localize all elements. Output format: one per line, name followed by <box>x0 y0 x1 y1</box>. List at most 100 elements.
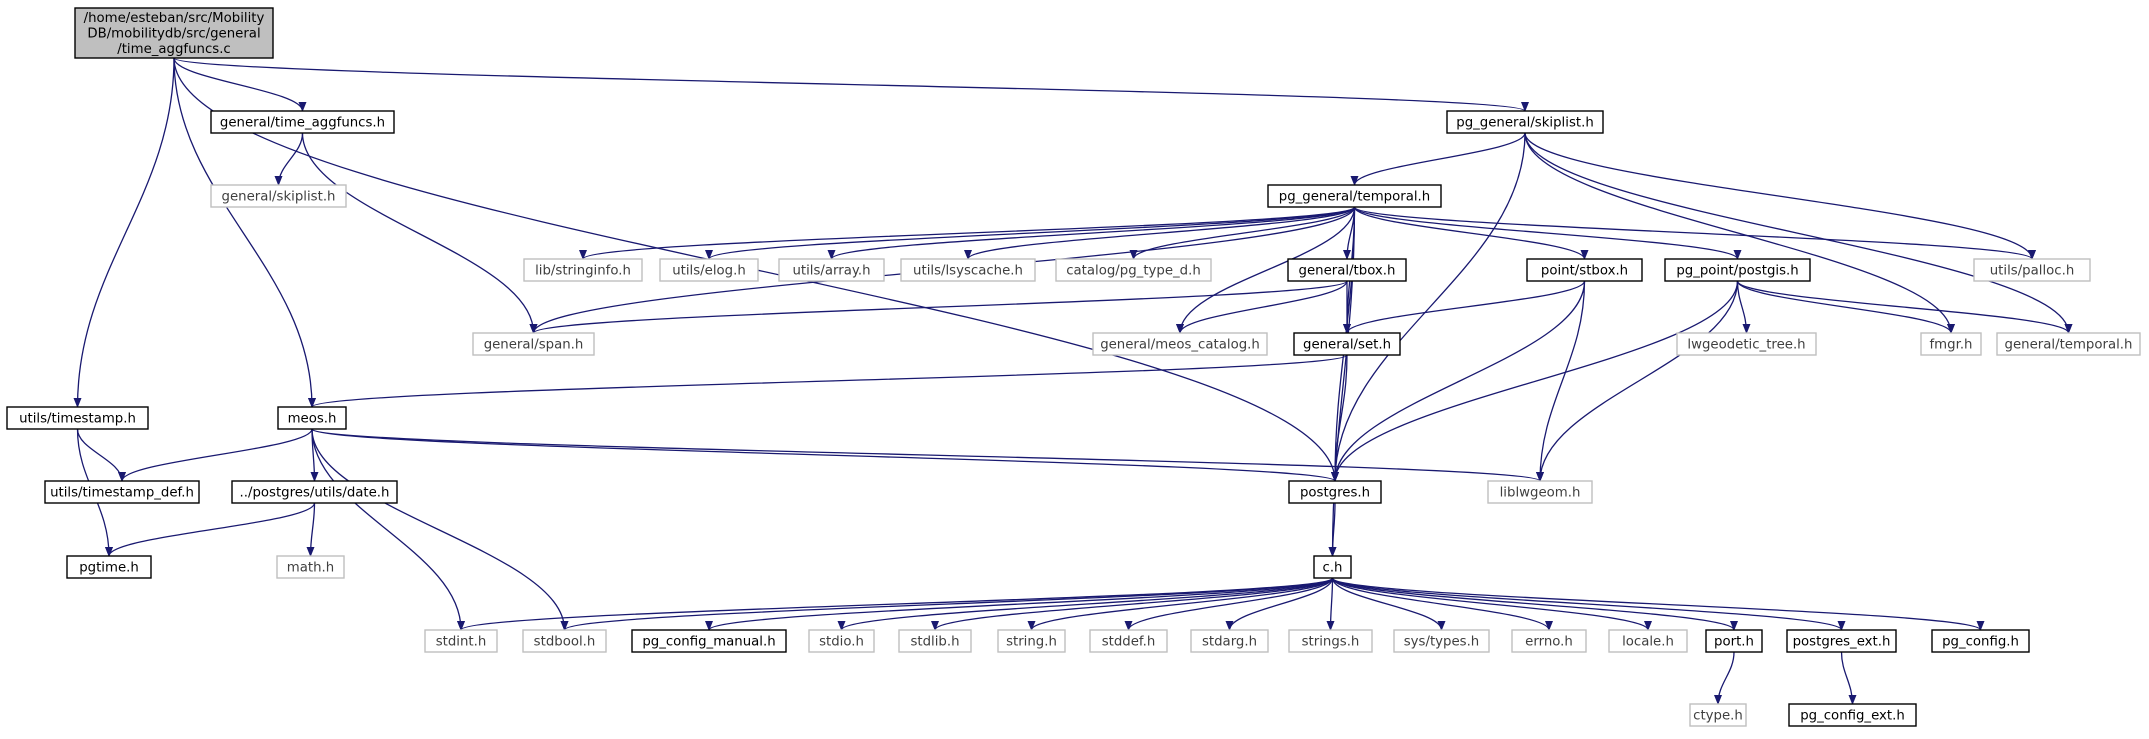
node-stdbool_h: stdbool.h <box>522 629 607 653</box>
node-label: lib/stringinfo.h <box>535 263 631 278</box>
node-postgis_h[interactable]: pg_point/postgis.h <box>1664 258 1811 282</box>
node-liblwgeom_h: liblwgeom.h <box>1487 480 1593 504</box>
node-label: ctype.h <box>1693 708 1743 723</box>
node-label: meos.h <box>288 411 337 426</box>
edge-pg_temporal_h-to-stringinfo_h <box>579 206 1356 260</box>
node-box <box>522 629 607 653</box>
node-date_h[interactable]: ../postgres/utils/date.h <box>231 480 398 504</box>
node-pg_config_ext_h[interactable]: pg_config_ext.h <box>1788 703 1917 727</box>
node-box <box>1092 332 1268 356</box>
node-label: DB/mobilitydb/src/general <box>87 26 260 41</box>
node-box <box>1293 332 1401 356</box>
node-postgres_ext_h[interactable]: postgres_ext.h <box>1786 629 1897 653</box>
node-label: general/temporal.h <box>2005 337 2133 352</box>
node-stbox_h[interactable]: point/stbox.h <box>1526 258 1643 282</box>
edge-set_h-to-meos_h <box>308 354 1348 408</box>
edge-c_h-to-postgres_ext_h <box>1331 577 1846 631</box>
nodes-layer: /home/esteban/src/MobilityDB/mobilitydb/… <box>6 7 2141 727</box>
node-stringinfo_h: lib/stringinfo.h <box>523 258 643 282</box>
node-box <box>1786 629 1897 653</box>
node-label: ../postgres/utils/date.h <box>240 485 390 500</box>
node-box <box>424 629 498 653</box>
edge-postgis_h-to-liblwgeom_h <box>1536 280 1739 482</box>
node-label: general/span.h <box>484 337 584 352</box>
edge-stbox_h-to-set_h <box>1343 280 1586 334</box>
node-timestamp_h[interactable]: utils/timestamp.h <box>6 406 149 430</box>
edge-timestamp_h-to-timestamp_def_h <box>76 428 126 482</box>
node-errno_h: errno.h <box>1511 629 1587 653</box>
edge-postgis_h-to-postgres_h <box>1331 280 1739 482</box>
node-box <box>1313 555 1352 579</box>
node-postgres_h[interactable]: postgres.h <box>1288 480 1382 504</box>
edge-tbox_h-to-span_h <box>529 280 1348 334</box>
node-pg_temporal_h[interactable]: pg_general/temporal.h <box>1267 184 1442 208</box>
node-label: point/stbox.h <box>1541 263 1628 278</box>
node-label: locale.h <box>1622 634 1674 649</box>
node-array_h: utils/array.h <box>778 258 885 282</box>
edge-c_h-to-stdio_h <box>837 577 1334 631</box>
node-pg_config_manual_h[interactable]: pg_config_manual.h <box>631 629 787 653</box>
node-label: postgres.h <box>1300 485 1370 500</box>
node-box <box>1705 629 1763 653</box>
node-timestamp_def_h[interactable]: utils/timestamp_def.h <box>44 480 200 504</box>
node-c_h[interactable]: c.h <box>1313 555 1352 579</box>
node-box <box>523 258 643 282</box>
edge-meos_h-to-timestamp_def_h <box>118 428 313 482</box>
node-port_h[interactable]: port.h <box>1705 629 1763 653</box>
node-label: catalog/pg_type_d.h <box>1066 263 1201 278</box>
node-label: pgtime.h <box>79 560 139 575</box>
node-label: general/set.h <box>1303 337 1391 352</box>
edge-c_h-to-stdbool_h <box>560 577 1334 631</box>
node-label: lwgeodetic_tree.h <box>1687 337 1805 352</box>
node-box <box>1288 480 1382 504</box>
edge-pg_temporal_h-to-array_h <box>827 206 1356 260</box>
node-box <box>1931 629 2030 653</box>
node-box <box>1608 629 1688 653</box>
node-label: liblwgeom.h <box>1500 485 1581 500</box>
node-palloc_h: utils/palloc.h <box>1973 258 2091 282</box>
node-tbox_h[interactable]: general/tbox.h <box>1287 258 1407 282</box>
node-set_h[interactable]: general/set.h <box>1293 332 1401 356</box>
edge-pg_temporal_h-to-pg_type_d_h <box>1129 206 1356 260</box>
node-box <box>1487 480 1593 504</box>
node-label: stdio.h <box>819 634 864 649</box>
node-box <box>631 629 787 653</box>
edge-postgis_h-to-lwgeodetic_tree_h <box>1736 280 1751 334</box>
node-math_h: math.h <box>276 555 345 579</box>
edge-pg_temporal_h-to-elog_h <box>705 206 1356 260</box>
node-root[interactable]: /home/esteban/src/MobilityDB/mobilitydb/… <box>74 7 274 59</box>
node-box <box>898 629 972 653</box>
node-label: utils/elog.h <box>672 263 746 278</box>
node-meos_h[interactable]: meos.h <box>277 406 347 430</box>
node-pg_skiplist_h[interactable]: pg_general/skiplist.h <box>1446 110 1604 134</box>
edge-root-to-time_aggfuncs_h <box>173 57 307 112</box>
node-label: general/skiplist.h <box>222 189 336 204</box>
node-fmgr_h: fmgr.h <box>1920 332 1982 356</box>
node-pg_config_h[interactable]: pg_config.h <box>1931 629 2030 653</box>
node-label: stdarg.h <box>1202 634 1257 649</box>
node-box <box>1920 332 1982 356</box>
edge-pg_skiplist_h-to-fmgr_h <box>1524 132 1955 334</box>
edge-set_h-to-postgres_h <box>1331 354 1348 482</box>
node-time_aggfuncs_h[interactable]: general/time_aggfuncs.h <box>210 110 395 134</box>
node-box <box>472 332 595 356</box>
edge-pg_skiplist_h-to-palloc_h <box>1524 132 2036 260</box>
node-pgtime_h[interactable]: pgtime.h <box>66 555 152 579</box>
node-box <box>1973 258 2091 282</box>
node-ctype_h: ctype.h <box>1689 703 1747 727</box>
node-span_h: general/span.h <box>472 332 595 356</box>
edge-c_h-to-errno_h <box>1331 577 1553 631</box>
edge-time_aggfuncs_h-to-general_skiplist_h <box>274 132 304 186</box>
edge-c_h-to-pg_config_h <box>1331 577 1985 631</box>
node-box <box>1526 258 1643 282</box>
node-label: strings.h <box>1302 634 1360 649</box>
edge-postgis_h-to-fmgr_h <box>1736 280 1955 334</box>
node-sys_types_h: sys/types.h <box>1393 629 1490 653</box>
node-box <box>1996 332 2141 356</box>
node-label: pg_general/skiplist.h <box>1456 115 1594 130</box>
node-box <box>210 184 347 208</box>
node-string_h: string.h <box>997 629 1066 653</box>
edge-c_h-to-strings_h <box>1326 577 1335 631</box>
edge-time_aggfuncs_h-to-span_h <box>301 132 538 334</box>
